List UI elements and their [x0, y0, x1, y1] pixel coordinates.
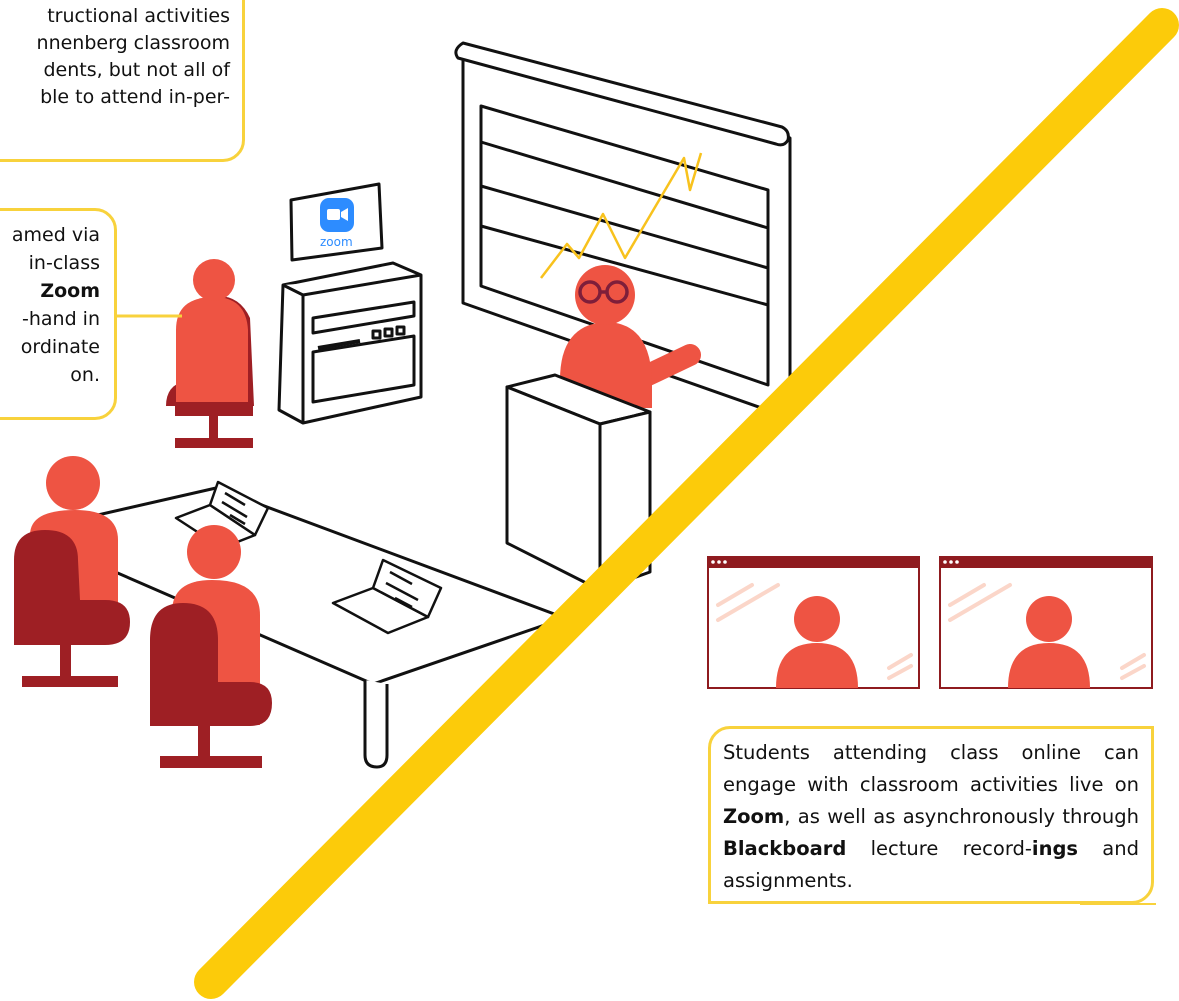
student-back	[166, 259, 254, 448]
video-window-icon	[707, 556, 920, 689]
callout-mid-line: Zoom	[40, 280, 100, 302]
screen-trend-line	[540, 152, 703, 279]
callout-mid-line: on.	[70, 364, 100, 386]
teacher-head	[575, 265, 635, 325]
projection-screen	[454, 41, 792, 420]
blackboard-term: Blackboard	[723, 837, 847, 860]
callout-mid-line: ordinate	[20, 336, 100, 358]
glasses-icon	[578, 280, 629, 304]
callout-mid-line: amed via	[11, 224, 100, 246]
laptop-icon	[331, 558, 443, 635]
av-cabinet	[277, 261, 423, 425]
callout-top-line: ble to attend in-per-	[40, 86, 230, 108]
video-window-icon	[939, 556, 1153, 689]
zoom-logo-text: zoom	[320, 235, 353, 249]
podium	[505, 373, 652, 592]
student-left	[14, 456, 130, 687]
callout-box-bottom: Students attending class online can enga…	[708, 726, 1154, 904]
zoom-term: Zoom	[723, 805, 785, 828]
student-front	[150, 525, 272, 768]
divider-stripe	[194, 8, 1179, 999]
callout-mid-line: -hand in	[21, 308, 100, 330]
zoom-display: zoom	[289, 182, 384, 262]
callout-box-top: tructional activities nnenberg classroom…	[0, 0, 245, 162]
callout-top-line: tructional activities	[47, 5, 230, 27]
callout-box-middle: amed via in-class Zoom -hand in ordinate…	[0, 208, 117, 420]
callout-top-line: nnenberg classroom	[36, 32, 230, 54]
ings-term: ings	[1031, 837, 1079, 860]
callout-mid-line: in-class	[28, 252, 100, 274]
callout-top-line: dents, but not all of	[43, 59, 230, 81]
callout-bottom-text: Students attending class online can enga…	[723, 741, 1139, 892]
